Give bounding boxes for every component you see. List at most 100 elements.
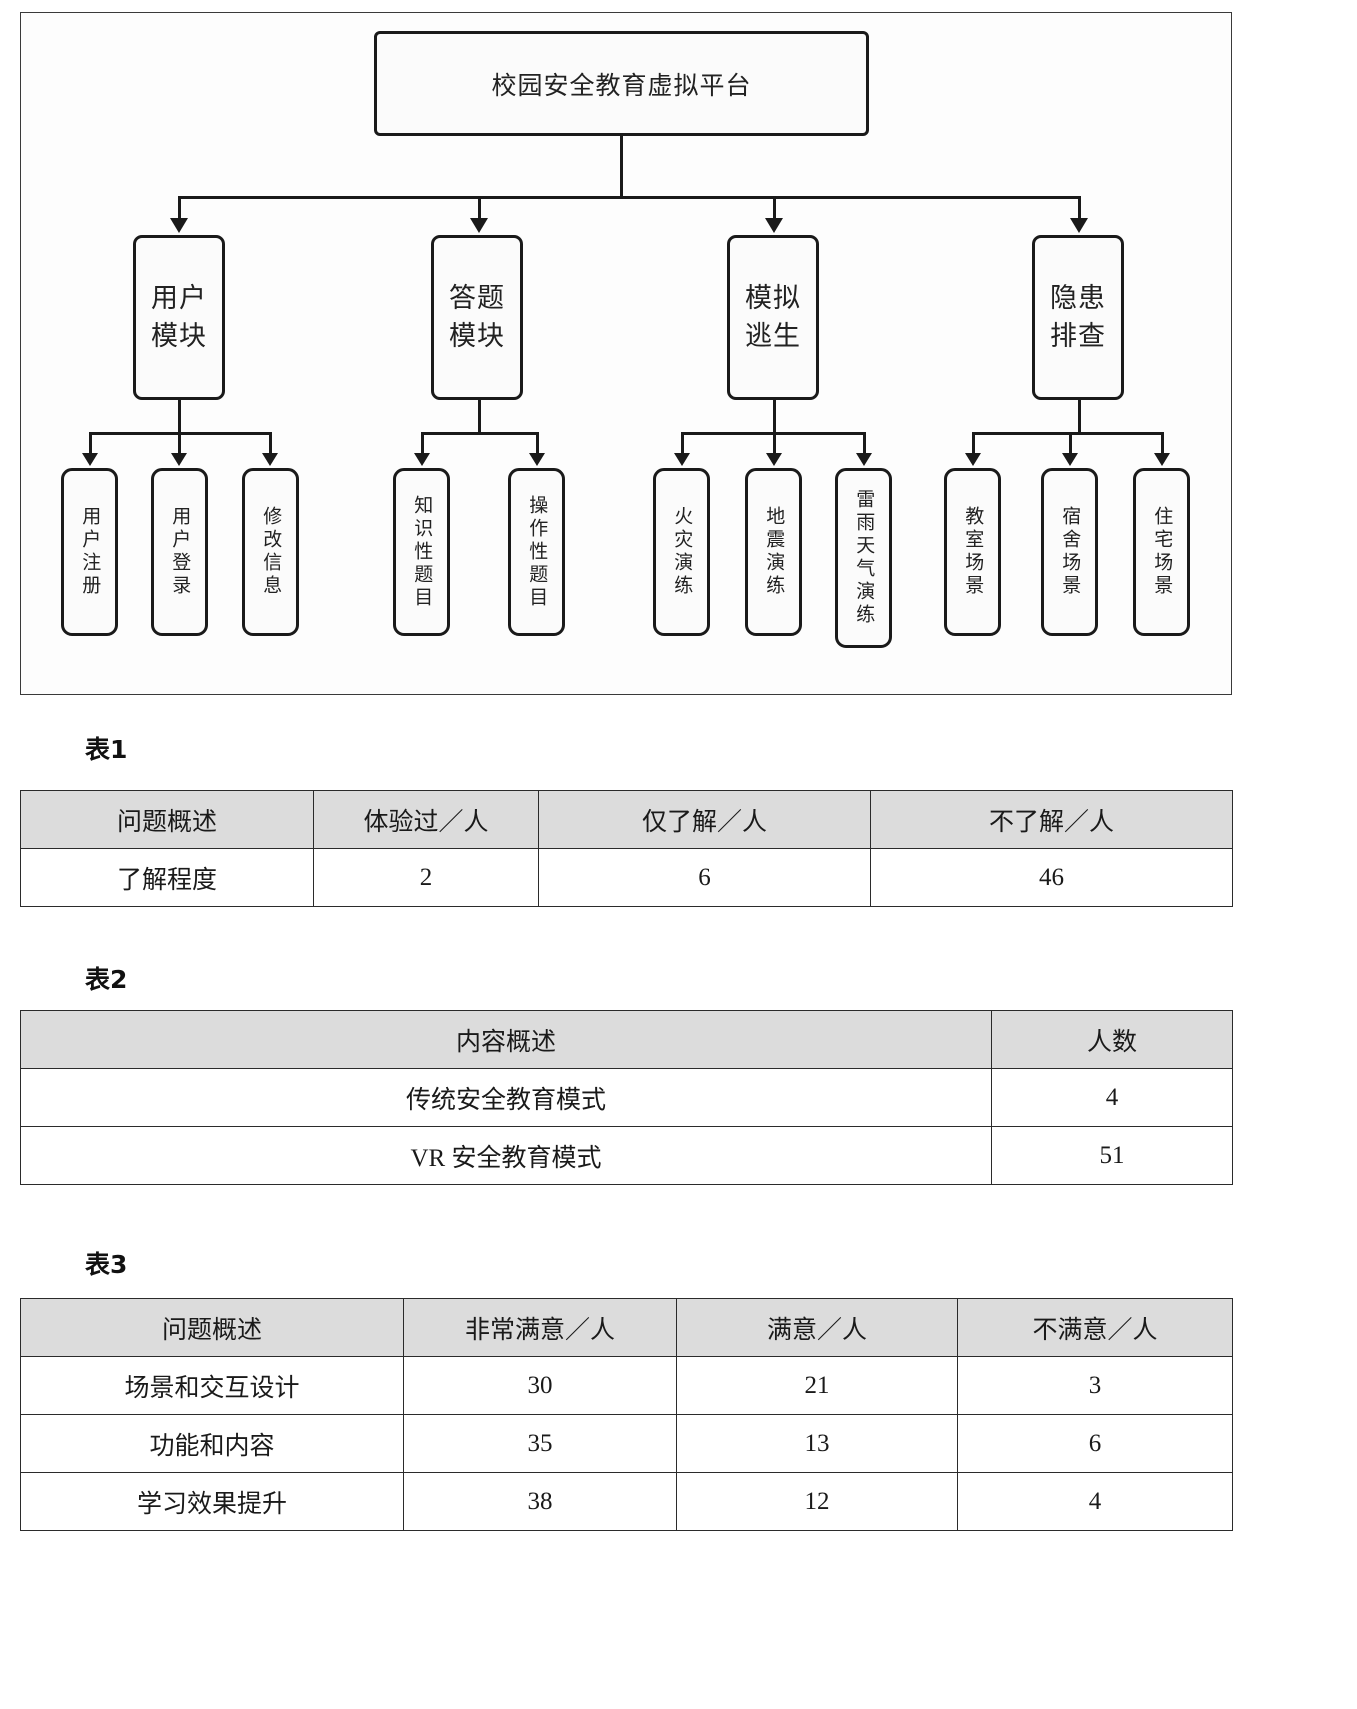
arrow-module-2 <box>470 218 488 233</box>
diagram-leaf-classroom-scene-label: 教室场景 <box>962 506 985 598</box>
table2-cell-1-1: 51 <box>991 1126 1233 1185</box>
table3-cell-0-3: 3 <box>957 1356 1233 1415</box>
table1-caption: 表1 <box>85 735 128 764</box>
connector-escape-drop-2 <box>773 432 776 455</box>
arrow-hazard-leaf-3 <box>1154 453 1170 466</box>
arrow-hazard-leaf-2 <box>1062 453 1078 466</box>
table3-header-row: 问题概述 非常满意／人 满意／人 不满意／人 <box>20 1298 1233 1357</box>
table3-header-cell-0: 问题概述 <box>20 1298 404 1357</box>
table2: 内容概述 人数 传统安全教育模式 4 VR 安全教育模式 51 <box>20 1010 1233 1185</box>
arrow-quiz-leaf-1 <box>414 453 430 466</box>
diagram-leaf-user-login-label: 用户登录 <box>169 506 192 598</box>
connector-user-drop-2 <box>178 432 181 455</box>
arrow-module-1 <box>170 218 188 233</box>
diagram-leaf-edit-info: 修改信息 <box>242 468 299 636</box>
diagram-leaf-edit-info-label: 修改信息 <box>260 506 283 598</box>
table-row: VR 安全教育模式 51 <box>20 1126 1233 1185</box>
connector-hazard-stem <box>1078 400 1081 434</box>
table2-header-cell-0: 内容概述 <box>20 1010 992 1069</box>
table3-header-cell-2: 满意／人 <box>676 1298 958 1357</box>
table3-cell-2-3: 4 <box>957 1472 1233 1531</box>
table3-header-cell-3: 不满意／人 <box>957 1298 1233 1357</box>
table3-cell-1-0: 功能和内容 <box>20 1414 404 1473</box>
table-row: 传统安全教育模式 4 <box>20 1068 1233 1127</box>
connector-quiz-drop-1 <box>421 432 424 455</box>
connector-user-drop-3 <box>269 432 272 455</box>
connector-root-stem <box>620 136 623 198</box>
diagram-leaf-classroom-scene: 教室场景 <box>944 468 1001 636</box>
connector-drop-module-2 <box>478 196 481 221</box>
table-row: 学习效果提升 38 12 4 <box>20 1472 1233 1531</box>
table1: 问题概述 体验过／人 仅了解／人 不了解／人 了解程度 2 6 46 <box>20 790 1233 907</box>
diagram-module-escape: 模拟 逃生 <box>727 235 819 400</box>
diagram-leaf-dorm-scene: 宿舍场景 <box>1041 468 1098 636</box>
connector-hazard-bus <box>972 432 1164 435</box>
table3-cell-1-2: 13 <box>676 1414 958 1473</box>
table3-cell-1-1: 35 <box>403 1414 677 1473</box>
table2-header-cell-1: 人数 <box>991 1010 1233 1069</box>
diagram-leaf-knowledge-questions-label: 知识性题目 <box>411 494 434 610</box>
table1-header-cell-2: 仅了解／人 <box>538 790 871 849</box>
table3-cell-1-3: 6 <box>957 1414 1233 1473</box>
arrow-user-leaf-2 <box>171 453 187 466</box>
diagram-module-hazard: 隐患 排查 <box>1032 235 1124 400</box>
table2-header-row: 内容概述 人数 <box>20 1010 1233 1069</box>
diagram-leaf-operation-questions: 操作性题目 <box>508 468 565 636</box>
architecture-diagram: 校园安全教育虚拟平台 用户 模块 答题 模块 模拟 逃生 隐患 排查 <box>20 12 1232 695</box>
diagram-leaf-earthquake-drill-label: 地震演练 <box>763 506 786 598</box>
connector-escape-stem <box>773 400 776 434</box>
table2-cell-0-0: 传统安全教育模式 <box>20 1068 992 1127</box>
table1-cell-0-3: 46 <box>870 848 1233 907</box>
connector-root-bus <box>178 196 1078 199</box>
diagram-leaf-user-register-label: 用户注册 <box>79 506 102 598</box>
connector-hazard-drop-3 <box>1161 432 1164 455</box>
diagram-leaf-fire-drill-label: 火灾演练 <box>671 506 694 598</box>
diagram-leaf-storm-drill: 雷雨天气演练 <box>835 468 892 648</box>
diagram-leaf-operation-questions-label: 操作性题目 <box>526 494 549 610</box>
table1-header-row: 问题概述 体验过／人 仅了解／人 不了解／人 <box>20 790 1233 849</box>
connector-hazard-drop-2 <box>1069 432 1072 455</box>
table1-header-cell-1: 体验过／人 <box>313 790 539 849</box>
arrow-quiz-leaf-2 <box>529 453 545 466</box>
diagram-leaf-dorm-scene-label: 宿舍场景 <box>1059 506 1082 598</box>
connector-quiz-stem <box>478 400 481 434</box>
table1-cell-0-0: 了解程度 <box>20 848 314 907</box>
table3-cell-2-1: 38 <box>403 1472 677 1531</box>
table3-cell-0-0: 场景和交互设计 <box>20 1356 404 1415</box>
arrow-escape-leaf-3 <box>856 453 872 466</box>
arrow-hazard-leaf-1 <box>965 453 981 466</box>
connector-drop-module-3 <box>773 196 776 221</box>
table3: 问题概述 非常满意／人 满意／人 不满意／人 场景和交互设计 30 21 3 功… <box>20 1298 1233 1531</box>
diagram-module-quiz: 答题 模块 <box>431 235 523 400</box>
table1-header-cell-0: 问题概述 <box>20 790 314 849</box>
arrow-user-leaf-1 <box>82 453 98 466</box>
diagram-leaf-user-login: 用户登录 <box>151 468 208 636</box>
diagram-module-hazard-label: 隐患 排查 <box>1050 283 1106 352</box>
arrow-user-leaf-3 <box>262 453 278 466</box>
table3-cell-2-0: 学习效果提升 <box>20 1472 404 1531</box>
table3-cell-0-1: 30 <box>403 1356 677 1415</box>
connector-drop-module-1 <box>178 196 181 221</box>
diagram-module-quiz-label: 答题 模块 <box>449 283 505 352</box>
table3-cell-2-2: 12 <box>676 1472 958 1531</box>
diagram-leaf-knowledge-questions: 知识性题目 <box>393 468 450 636</box>
table2-cell-0-1: 4 <box>991 1068 1233 1127</box>
connector-quiz-drop-2 <box>536 432 539 455</box>
diagram-module-user: 用户 模块 <box>133 235 225 400</box>
arrow-module-3 <box>765 218 783 233</box>
connector-escape-drop-3 <box>863 432 866 455</box>
diagram-leaf-home-scene: 住宅场景 <box>1133 468 1190 636</box>
connector-user-stem <box>178 400 181 434</box>
diagram-leaf-user-register: 用户注册 <box>61 468 118 636</box>
diagram-leaf-storm-drill-label: 雷雨天气演练 <box>853 489 876 627</box>
table1-header-cell-3: 不了解／人 <box>870 790 1233 849</box>
diagram-root-node: 校园安全教育虚拟平台 <box>374 31 869 136</box>
table1-cell-0-1: 2 <box>313 848 539 907</box>
diagram-module-escape-label: 模拟 逃生 <box>745 283 801 352</box>
arrow-escape-leaf-1 <box>674 453 690 466</box>
table-row: 了解程度 2 6 46 <box>20 848 1233 907</box>
table-row: 场景和交互设计 30 21 3 <box>20 1356 1233 1415</box>
connector-escape-drop-1 <box>681 432 684 455</box>
table2-cell-1-0: VR 安全教育模式 <box>20 1126 992 1185</box>
